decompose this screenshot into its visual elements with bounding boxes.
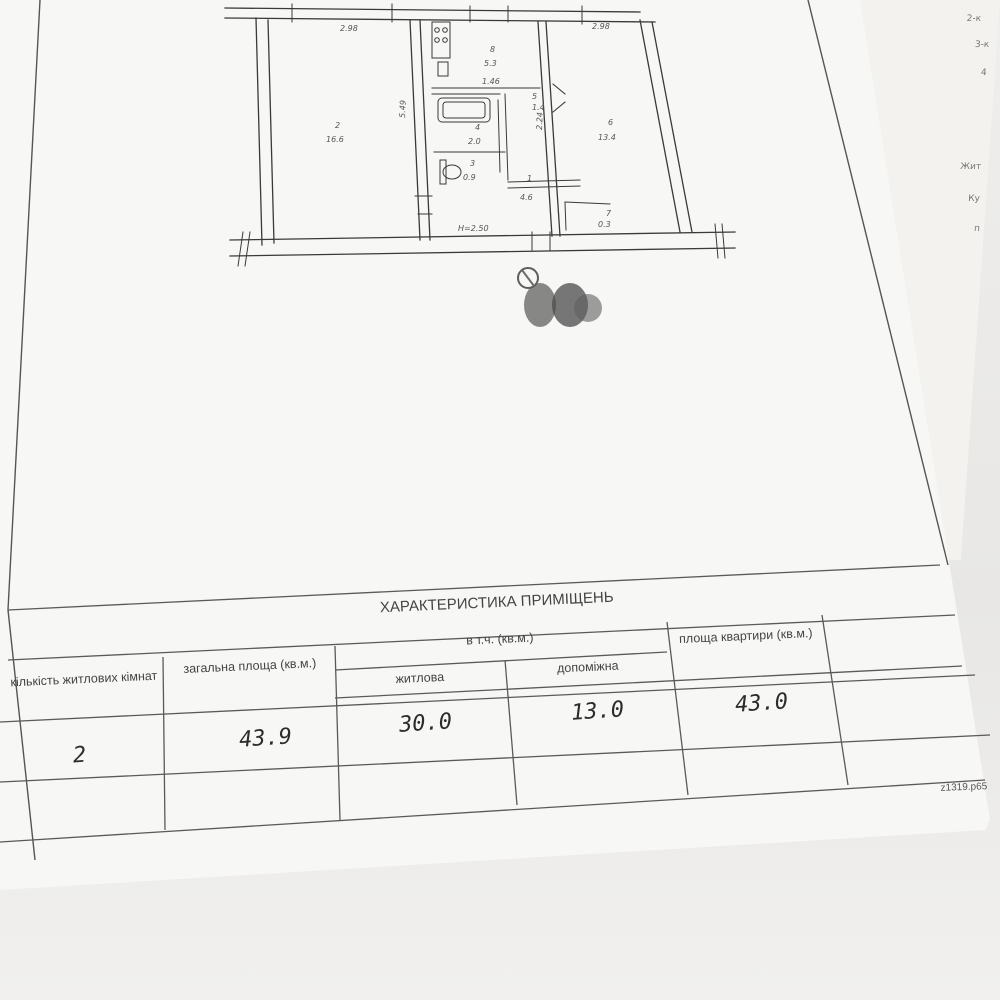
- table-headers: кількість житлових кімнат загальна площа…: [10, 626, 813, 689]
- room-number: 3: [470, 159, 475, 168]
- section-title: ХАРАКТЕРИСТИКА ПРИМІЩЕНЬ: [380, 589, 615, 617]
- table-values: 2 43.9 30.0 13.0 43.0: [72, 689, 789, 768]
- dimension-label: 2.98: [340, 24, 358, 33]
- dimension-label: H=2.50: [458, 224, 489, 233]
- dimension-label: 2.98: [592, 22, 610, 31]
- room-area: 1.4: [532, 103, 545, 112]
- room-number: 8: [490, 45, 495, 54]
- page-border-left: [7, 0, 41, 861]
- characteristics-table: [0, 564, 991, 843]
- page-border-right: [807, 0, 949, 566]
- room-number: 5: [532, 92, 537, 101]
- value-living: 30.0: [397, 709, 453, 738]
- plan-labels: 2.98 2.98 5.49 2.24 1.46 H=2.50 2 16.6 6…: [326, 22, 616, 233]
- room-area: 5.3: [484, 59, 497, 68]
- dimension-label: 5.49: [398, 100, 408, 118]
- header-auxiliary: допоміжна: [557, 659, 619, 676]
- room-number: 1: [527, 174, 532, 183]
- header-rooms-count: кількість житлових кімнат: [10, 669, 158, 690]
- room-number: 4: [475, 123, 480, 132]
- value-auxiliary: 13.0: [570, 697, 625, 726]
- value-apartment-area: 43.0: [734, 689, 789, 718]
- room-area: 0.9: [463, 173, 476, 182]
- header-living: житлова: [395, 670, 444, 686]
- room-number: 6: [608, 118, 613, 127]
- dimension-label: 1.46: [482, 77, 500, 86]
- room-area: 4.6: [520, 193, 533, 202]
- value-total-area: 43.9: [238, 724, 293, 753]
- room-area: 2.0: [468, 137, 481, 146]
- room-area: 16.6: [326, 135, 344, 144]
- room-number: 7: [606, 209, 612, 218]
- floor-plan: [224, 3, 736, 267]
- footer-code: z1319.p65: [940, 781, 988, 794]
- pin-shadow: [517, 267, 602, 327]
- document-page: [0, 0, 990, 890]
- room-number: 2: [335, 121, 340, 130]
- dimension-label: 2.24: [535, 112, 545, 130]
- value-rooms-count: 2: [72, 743, 87, 769]
- room-area: 0.3: [598, 220, 611, 229]
- header-apartment-area: площа квартири (кв.м.): [679, 626, 813, 646]
- header-including: в т.ч. (кв.м.): [466, 630, 534, 647]
- room-area: 13.4: [598, 133, 616, 142]
- header-total-area: загальна площа (кв.м.): [183, 656, 316, 676]
